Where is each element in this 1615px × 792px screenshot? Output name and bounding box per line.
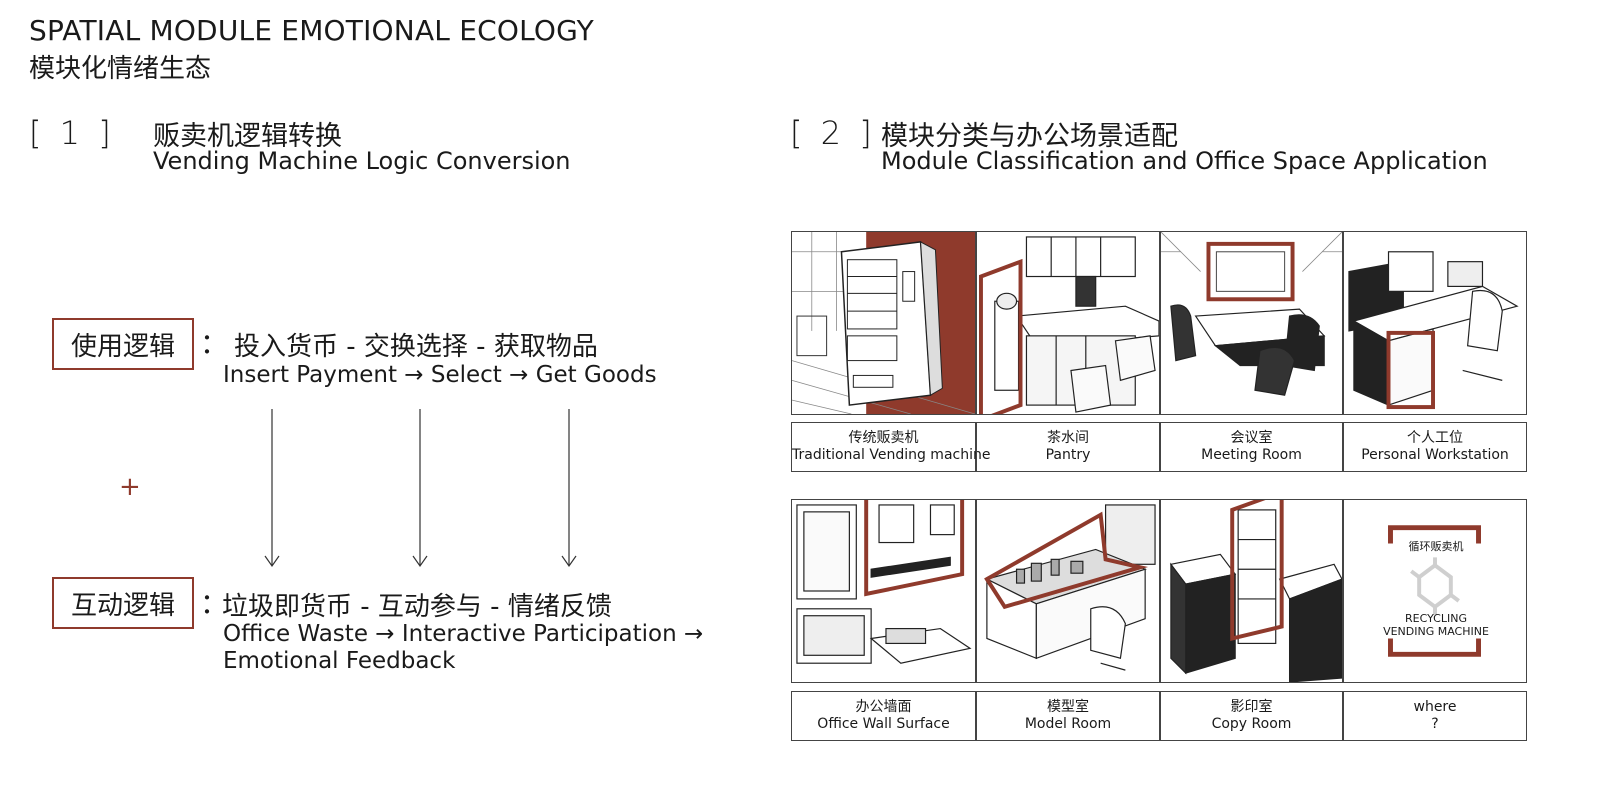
interaction-flow-en-line1: Office Waste → Interactive Participation… [223, 621, 704, 647]
usage-flow-en: Insert Payment → Select → Get Goods [223, 362, 657, 388]
caption-cn: 办公墙面 [855, 699, 912, 715]
usage-colon: ： [200, 327, 229, 360]
recycling-logo-en-line2: VENDING MACHINE [1383, 625, 1489, 638]
office-wall-illustration [796, 500, 972, 664]
caption-en: Traditional Vending machine [792, 447, 991, 463]
usage-logic-label: 使用逻辑 [52, 318, 194, 370]
vending-machine-illustration [792, 232, 975, 414]
caption-cn: 影印室 [1230, 699, 1273, 715]
caption-cn: where [1413, 699, 1457, 715]
caption-en: Copy Room [1211, 716, 1292, 732]
tile-pantry [976, 231, 1160, 415]
interaction-flow-cn: 垃圾即货币 - 互动参与 - 情绪反馈 [222, 592, 612, 622]
page-subtitle: 模块化情绪生态 [29, 54, 212, 84]
section-2-title-cn: 模块分类与办公场景适配 [881, 121, 1178, 152]
plus-sign: + [119, 472, 141, 502]
interaction-flow-en-line2: Emotional Feedback [223, 648, 456, 674]
caption-cn: 传统贩卖机 [848, 430, 919, 446]
caption-meeting-room: 会议室 Meeting Room [1160, 422, 1343, 472]
tile-model-room [976, 499, 1160, 683]
section-2-number: [ 2 ] [790, 114, 876, 152]
copy-room-illustration [1169, 500, 1342, 682]
recycling-logo [1388, 525, 1481, 657]
caption-model-room: 模型室 Model Room [976, 691, 1160, 741]
recycling-logo-en-line1: RECYCLING [1404, 612, 1467, 625]
workstation-illustration [1348, 251, 1519, 410]
caption-pantry: 茶水间 Pantry [976, 422, 1160, 472]
tile-copy-room [1160, 499, 1343, 683]
tile-office-wall [791, 499, 976, 683]
tile-vending-machine [791, 231, 976, 415]
caption-en: Model Room [1024, 716, 1112, 732]
caption-en: ? [1431, 716, 1439, 732]
usage-flow-cn: 投入货币 - 交换选择 - 获取物品 [234, 332, 598, 362]
caption-workstation: 个人工位 Personal Workstation [1343, 422, 1527, 472]
caption-en: Meeting Room [1201, 447, 1302, 463]
caption-en: Office Wall Surface [817, 716, 950, 732]
caption-cn: 个人工位 [1407, 430, 1463, 446]
caption-cn: 茶水间 [1047, 430, 1089, 446]
pantry-illustration [978, 236, 1159, 414]
arrow-goods-to-feedback [561, 409, 577, 568]
arrow-payment-to-waste [264, 409, 280, 568]
caption-office-wall: 办公墙面 Office Wall Surface [791, 691, 976, 741]
tile-workstation [1343, 231, 1527, 415]
caption-en: Pantry [1045, 447, 1091, 463]
meeting-room-illustration [1161, 232, 1342, 396]
recycling-logo-cn: 循环贩卖机 [1408, 540, 1464, 553]
caption-cn: 会议室 [1230, 430, 1273, 446]
section-1-number: [ 1 ] [29, 114, 115, 152]
caption-en: Personal Workstation [1361, 447, 1509, 463]
tile-recycling: 循环贩卖机 RECYCLING VENDING MACHINE [1343, 499, 1527, 683]
conversion-arrows [264, 409, 577, 568]
section-1-title-en: Vending Machine Logic Conversion [153, 147, 571, 175]
section-1-title-cn: 贩卖机逻辑转换 [153, 121, 342, 152]
interaction-logic-label: 互动逻辑 [52, 577, 194, 629]
model-room-illustration [984, 504, 1156, 671]
caption-vending-machine: 传统贩卖机 Traditional Vending machine [791, 422, 991, 472]
recycle-icon [1410, 557, 1460, 615]
arrow-select-to-participation [412, 409, 428, 568]
caption-where: where ? [1343, 691, 1527, 741]
page-title: SPATIAL MODULE EMOTIONAL ECOLOGY [29, 14, 594, 47]
caption-cn: 模型室 [1047, 699, 1089, 715]
tile-meeting-room [1160, 231, 1343, 415]
caption-copy-room: 影印室 Copy Room [1160, 691, 1343, 741]
interaction-colon: ： [200, 587, 229, 620]
section-2-title-en: Module Classification and Office Space A… [881, 147, 1488, 175]
